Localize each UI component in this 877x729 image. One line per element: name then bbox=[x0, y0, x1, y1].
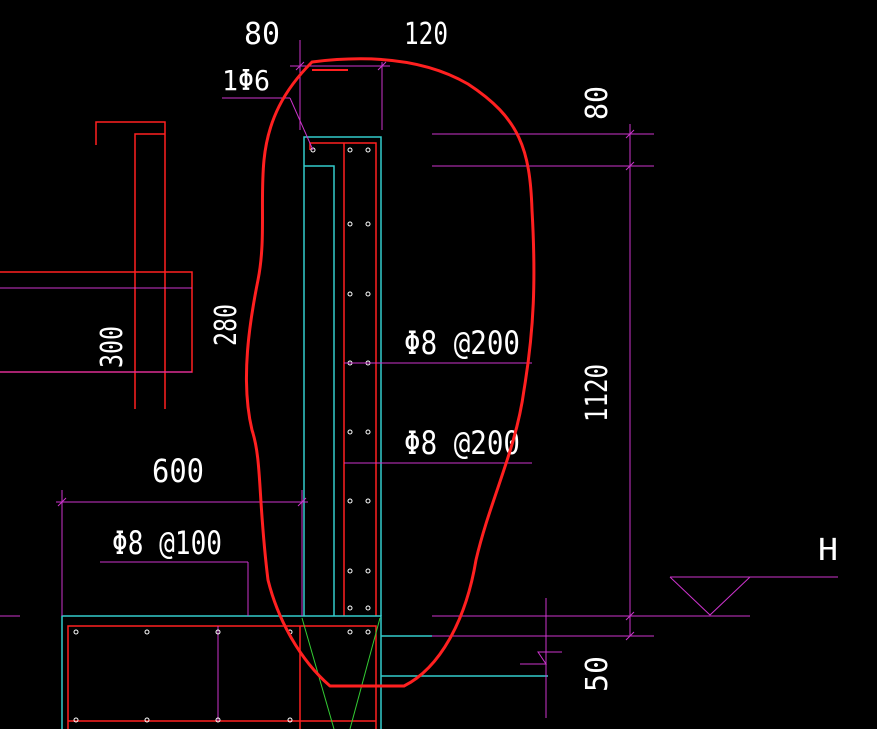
parapet-wall-concrete bbox=[303, 136, 382, 616]
base-slab-rebar bbox=[67, 625, 377, 729]
base-rebar-dots bbox=[73, 629, 371, 723]
label-base: Φ8 @100 bbox=[112, 524, 222, 562]
base-slab-hatch bbox=[301, 617, 381, 729]
dim-top-right: 120 bbox=[404, 17, 448, 52]
left-beam-dimension-lines bbox=[0, 287, 192, 617]
dim-width-600: 600 bbox=[152, 452, 204, 490]
label-vertical-2: Φ8 @200 bbox=[404, 424, 520, 462]
markup-outline bbox=[244, 57, 536, 688]
parapet-rebar bbox=[309, 142, 377, 616]
elevation-mark: H bbox=[818, 533, 838, 568]
dim-top-left: 80 bbox=[244, 17, 280, 52]
label-vertical-1: Φ8 @200 bbox=[404, 324, 520, 362]
dim-left-280: 280 bbox=[209, 304, 244, 346]
base-slab-concrete bbox=[61, 615, 548, 729]
label-top-bar: 1Φ6 bbox=[222, 64, 270, 97]
dim-right-mid: 1120 bbox=[580, 364, 615, 422]
dim-right-bottom: 50 bbox=[580, 656, 615, 692]
dim-right-top: 80 bbox=[580, 86, 615, 120]
wall-rebar-dots bbox=[310, 147, 371, 611]
dim-left-300: 300 bbox=[95, 326, 130, 368]
